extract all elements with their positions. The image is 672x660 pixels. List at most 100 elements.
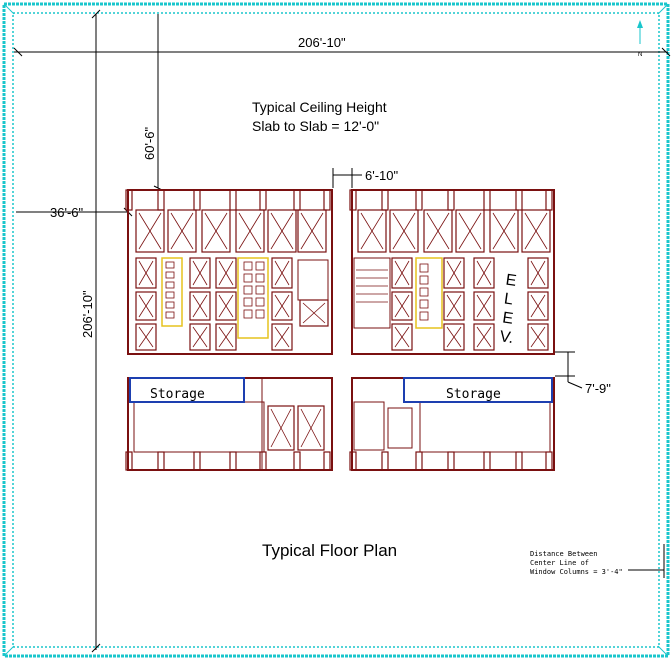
toilet-fixture <box>419 299 429 309</box>
column <box>157 451 165 471</box>
elevator-letter: E <box>501 309 514 327</box>
stair-core <box>353 257 391 329</box>
toilet-fixture <box>165 271 175 279</box>
column <box>349 451 357 471</box>
elevator-label: E L E V. <box>499 272 518 347</box>
width-dimension-label: 206'-10" <box>298 35 346 50</box>
shaft-cross <box>238 212 262 250</box>
elevator-shaft <box>267 209 297 253</box>
column <box>125 189 133 211</box>
elevator-shaft <box>391 291 413 321</box>
corridor-dimension: 7'-9" <box>555 351 611 396</box>
shaft-cross <box>218 326 234 348</box>
elevator-shaft <box>215 323 237 351</box>
column <box>293 189 301 211</box>
shaft-cross <box>446 294 462 318</box>
top-setback-label: 60'-6" <box>142 126 157 160</box>
shaft-cross <box>392 212 416 250</box>
shaft-cross <box>530 260 546 286</box>
toilet-fixture <box>243 285 253 295</box>
shaft-cross <box>204 212 228 250</box>
width-dimension: 206'-10" <box>13 35 671 57</box>
elevator-shaft <box>167 209 197 253</box>
toilet-fixture <box>165 291 175 299</box>
shaft-cross <box>476 260 492 286</box>
elevator-shaft <box>297 209 327 253</box>
column <box>515 451 523 471</box>
shaft-cross <box>270 408 292 448</box>
column <box>447 189 455 211</box>
elevator-shaft <box>473 257 495 289</box>
elevator-shaft <box>215 257 237 289</box>
shaft-cross <box>274 294 290 318</box>
elevator-shaft <box>357 209 387 253</box>
note-line: Distance Between <box>530 550 597 558</box>
shaft-cross <box>138 260 154 286</box>
toilet-fixture <box>243 261 253 271</box>
shaft-cross <box>270 212 294 250</box>
storage-room-right: Storage <box>403 377 553 403</box>
elevator-shaft <box>443 323 465 351</box>
shaft-cross <box>192 294 208 318</box>
elevator-shaft <box>527 257 549 289</box>
office-block <box>133 401 265 453</box>
column <box>415 189 423 211</box>
column <box>381 451 389 471</box>
column <box>515 189 523 211</box>
toilet-fixture <box>255 309 265 319</box>
ceiling-value: Slab to Slab = 12'-0" <box>252 118 379 134</box>
top-setback-dimension: 60'-6" <box>142 14 163 191</box>
elevator-letter: L <box>503 291 514 309</box>
elevator-shaft <box>389 209 419 253</box>
elevator-shaft <box>189 291 211 321</box>
elevator-shaft <box>135 291 157 321</box>
elevator-shaft <box>423 209 453 253</box>
toilet-fixture <box>419 311 429 321</box>
note-line: Center Line of <box>530 559 589 567</box>
column <box>259 451 267 471</box>
storage-left-label: Storage <box>150 387 205 402</box>
corridor-label: 7'-9" <box>585 381 611 396</box>
shaft-cross <box>218 260 234 286</box>
elevator-shaft <box>135 257 157 289</box>
freight-shaft <box>387 407 413 449</box>
elevator-shaft <box>297 405 325 451</box>
shaft-cross <box>274 260 290 286</box>
elevator-letter: E <box>505 272 518 290</box>
elevator-shaft <box>299 299 329 327</box>
elevator-shaft <box>473 323 495 351</box>
shaft-cross <box>218 294 234 318</box>
elevator-shaft <box>189 323 211 351</box>
building-core <box>125 189 555 471</box>
toilet-fixture <box>165 311 175 319</box>
column <box>483 189 491 211</box>
restroom-fixtures <box>415 257 443 329</box>
elevator-shaft <box>267 405 295 451</box>
elevator-shaft <box>527 291 549 321</box>
shaft-cross <box>394 326 410 348</box>
shaft-cross <box>138 326 154 348</box>
toilet-fixture <box>255 285 265 295</box>
shaft-cross <box>524 212 548 250</box>
elevator-shaft <box>271 257 293 289</box>
column-spacing-note: Distance Between Center Line of Window C… <box>530 544 665 578</box>
shaft-cross <box>300 212 324 250</box>
column <box>229 451 237 471</box>
restroom-fixtures <box>237 257 269 339</box>
toilet-fixture <box>255 297 265 307</box>
elevator-shaft <box>135 323 157 351</box>
elevator-shaft <box>201 209 231 253</box>
shaft-cross <box>138 212 162 250</box>
toilet-fixture <box>255 261 265 271</box>
column <box>483 451 491 471</box>
north-marker: N <box>638 52 642 58</box>
toilet-fixture <box>243 309 253 319</box>
restroom-fixtures <box>161 257 183 327</box>
shaft-cross <box>446 260 462 286</box>
toilet-fixture <box>419 263 429 273</box>
column <box>259 189 267 211</box>
shaft-cross <box>394 294 410 318</box>
elevator-shaft <box>135 209 165 253</box>
elevator-shaft <box>443 257 465 289</box>
